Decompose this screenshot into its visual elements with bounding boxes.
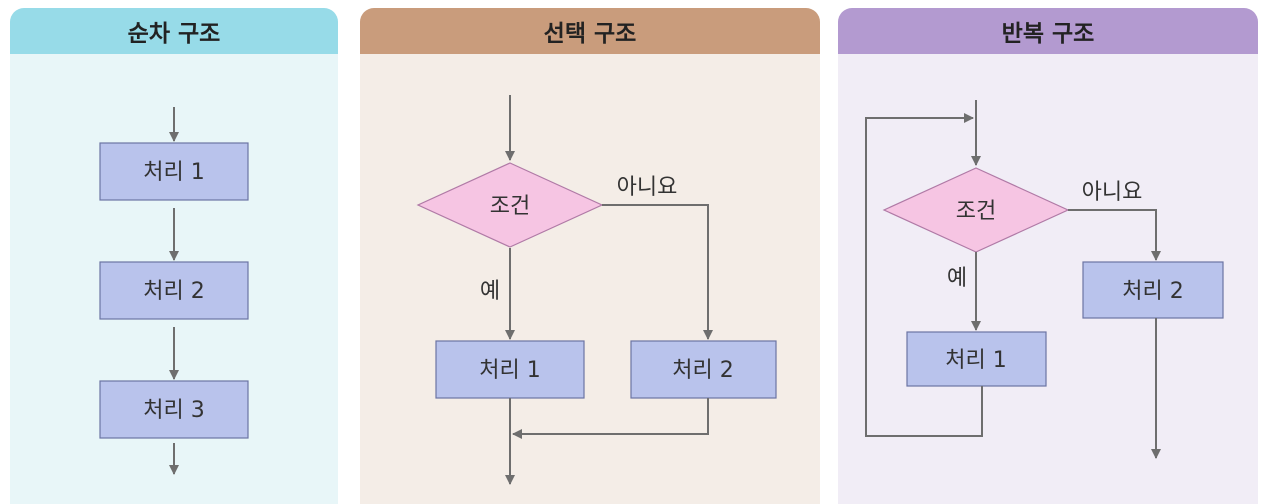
sequence-step-1-box — [99, 142, 249, 201]
selection-step-1-box — [435, 340, 585, 399]
selection-panel: 선택 구조 — [360, 8, 820, 504]
loop-step-1-box — [906, 331, 1047, 387]
sequence-step-2-box — [99, 261, 249, 320]
selection-body — [360, 54, 820, 504]
selection-step-2-box — [630, 340, 777, 399]
selection-yes-label: 예 — [480, 279, 500, 304]
loop-yes-label: 예 — [947, 266, 967, 291]
selection-condition-label: 조건 — [490, 194, 530, 219]
loop-condition-label: 조건 — [956, 199, 996, 224]
selection-condition-diamond — [416, 162, 604, 248]
loop-back-arrow — [865, 113, 983, 437]
sequence-step-3-label: 처리 3 — [143, 398, 204, 423]
sequence-title: 순차 구조 — [10, 8, 338, 54]
selection-merge-arrow — [512, 398, 709, 439]
loop-no-label: 아니요 — [1082, 180, 1143, 205]
selection-step-2-label: 처리 2 — [672, 358, 733, 383]
sequence-step-1-label: 처리 1 — [143, 160, 204, 185]
selection-title: 선택 구조 — [360, 8, 820, 54]
loop-step-2-label: 처리 2 — [1122, 279, 1183, 304]
selection-step-1-label: 처리 1 — [479, 358, 540, 383]
loop-no-arrow — [1068, 209, 1161, 261]
sequence-flow: 처리 1 처리 2 처리 3 — [99, 107, 249, 475]
sequence-step-3-box — [99, 380, 249, 439]
selection-no-arrow — [602, 204, 713, 340]
loop-title: 반복 구조 — [838, 8, 1258, 54]
loop-step-2-box — [1082, 261, 1224, 319]
selection-flow: 조건 아니요 예 처리 1 처리 2 — [416, 95, 777, 485]
loop-flow: 조건 아니요 예 처리 1 처리 2 — [865, 100, 1224, 459]
sequence-step-2-label: 처리 2 — [143, 279, 204, 304]
loop-step-1-label: 처리 1 — [945, 348, 1006, 373]
selection-no-label: 아니요 — [617, 175, 678, 200]
